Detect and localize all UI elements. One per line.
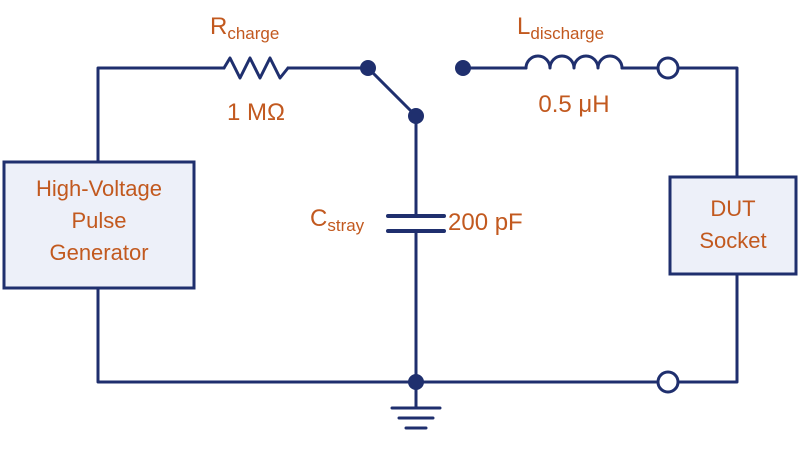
- switch-symbol: [360, 60, 471, 124]
- ground-junction-dot: [408, 374, 424, 390]
- capacitor-label: Cstray: [310, 205, 365, 235]
- inductor-symbol: [524, 54, 624, 70]
- dut-line-2: Socket: [699, 228, 766, 253]
- resistor-label-symbol: R: [210, 13, 227, 40]
- generator-line-3: Generator: [49, 240, 148, 265]
- dut-box-rect: [668, 175, 798, 276]
- capacitor-symbol: [386, 214, 446, 233]
- inductor-label: Ldischarge: [517, 13, 604, 43]
- capacitor-value: 200 pF: [448, 209, 523, 236]
- wire-generator-bottom: [96, 286, 670, 384]
- dut-terminal-top: [656, 56, 680, 80]
- resistor-label-subscript: charge: [227, 24, 279, 43]
- dut-box: DUT Socket: [668, 175, 798, 276]
- inductor-label-symbol: L: [517, 13, 530, 40]
- generator-line-2: Pulse: [71, 208, 126, 233]
- switch-open-contact-dot: [455, 60, 471, 76]
- dut-terminal-bottom: [656, 370, 680, 394]
- generator-line-1: High-Voltage: [36, 176, 162, 201]
- ground-symbol: [390, 406, 442, 430]
- inductor-value: 0.5 μH: [538, 91, 609, 118]
- wire-terminal-to-dut-top: [666, 66, 739, 179]
- resistor-label: Rcharge: [210, 13, 279, 43]
- resistor-value: 1 MΩ: [227, 99, 285, 126]
- wires: [96, 66, 739, 410]
- generator-box: High-Voltage Pulse Generator: [2, 160, 196, 290]
- capacitor-label-subscript: stray: [327, 216, 364, 235]
- switch-blade: [366, 66, 418, 118]
- dut-line-1: DUT: [710, 196, 755, 221]
- wire-dut-bottom: [666, 272, 739, 384]
- resistor-symbol: [222, 56, 290, 80]
- switch-contact-dot: [408, 108, 424, 124]
- wire-generator-top: [96, 66, 226, 164]
- capacitor-label-symbol: C: [310, 205, 327, 232]
- generator-box-rect: [2, 160, 196, 290]
- inductor-label-subscript: discharge: [530, 24, 604, 43]
